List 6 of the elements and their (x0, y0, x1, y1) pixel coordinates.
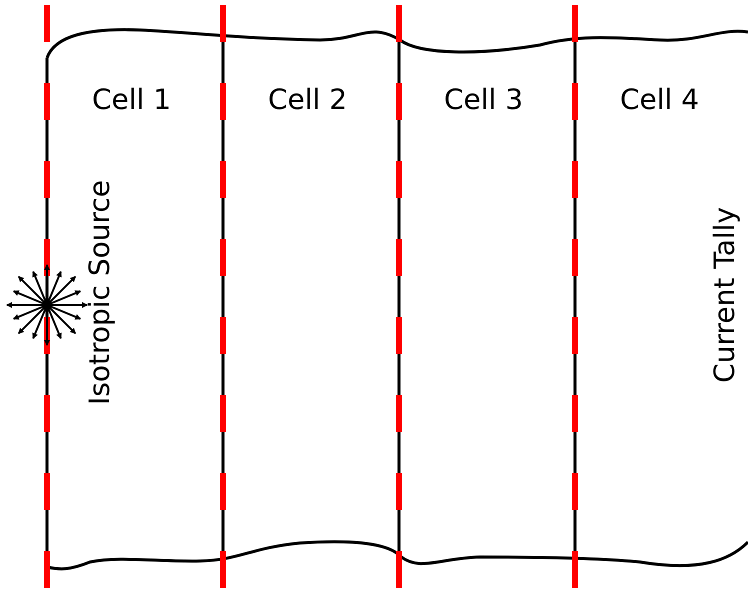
rotated-label: Isotropic Source (86, 180, 114, 405)
cell-label: Cell 3 (444, 86, 524, 114)
cell-label: Cell 2 (268, 86, 348, 114)
cell-label: Cell 4 (620, 86, 700, 114)
rotated-label: Current Tally (711, 207, 739, 383)
cell-label: Cell 1 (92, 86, 172, 114)
